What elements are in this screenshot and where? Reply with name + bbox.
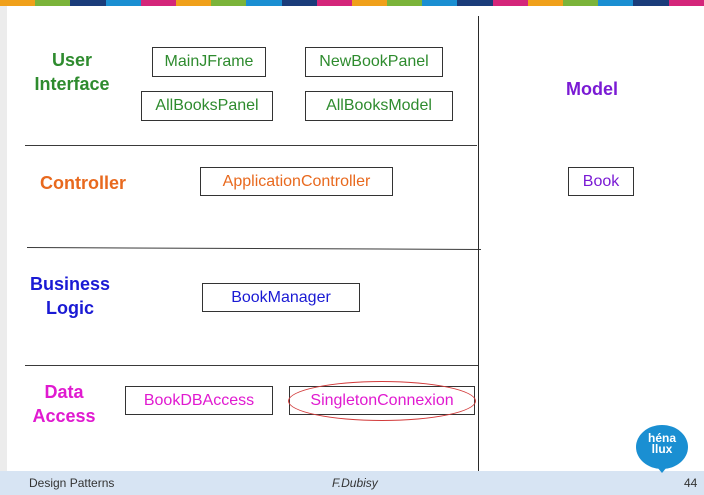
box-allbookspanel[interactable]: AllBooksPanel: [141, 91, 273, 121]
top-stripe-segment: [35, 0, 71, 6]
top-stripe-segment: [668, 0, 704, 6]
logo-line1: héna: [647, 431, 676, 445]
top-stripe-segment: [633, 0, 669, 6]
footer-bar: [0, 471, 704, 495]
henallux-logo-text: héna llux: [636, 431, 688, 456]
label-data-access: Data Access: [20, 380, 108, 428]
separator-controller-business: [26, 247, 482, 250]
highlight-ellipse-singleton: [288, 381, 476, 421]
separator-model-column: [478, 16, 479, 479]
top-stripe-segment: [70, 0, 106, 6]
top-stripe-segment: [457, 0, 493, 6]
box-allbooksmodel[interactable]: AllBooksModel: [305, 91, 453, 121]
separator-ui-controller: [25, 145, 477, 146]
box-bookmanager[interactable]: BookManager: [202, 283, 360, 312]
top-stripe-segment: [211, 0, 247, 6]
separator-business-data: [25, 365, 479, 366]
label-business-logic-line2: Logic: [46, 298, 94, 318]
top-stripe-segment: [563, 0, 599, 6]
label-data-access-line1: Data: [44, 382, 84, 402]
label-business-logic-line1: Business: [29, 274, 111, 294]
footer-course-title: Design Patterns: [29, 476, 115, 490]
top-stripe-segment: [0, 0, 36, 6]
top-stripe-segment: [175, 0, 212, 6]
top-stripe-segment: [492, 0, 528, 6]
top-stripe-segment: [246, 0, 282, 6]
label-data-access-line2: Access: [32, 406, 96, 426]
top-stripe-segment: [281, 0, 317, 6]
top-stripe-segment: [387, 0, 423, 6]
label-controller: Controller: [39, 173, 126, 193]
footer-page-number: 44: [684, 476, 698, 490]
top-stripe-segment: [140, 0, 176, 6]
henallux-logo-tip: [652, 461, 672, 473]
footer-author: F.Dubisy: [332, 476, 378, 490]
top-stripe-segment: [316, 0, 352, 6]
box-book[interactable]: Book: [568, 167, 634, 196]
top-stripe-segment: [422, 0, 458, 6]
box-mainjframe[interactable]: MainJFrame: [152, 47, 266, 77]
top-stripe-segment: [598, 0, 634, 6]
top-stripe-segment: [105, 0, 141, 6]
left-edge-shade: [0, 6, 7, 471]
box-applicationcontroller[interactable]: ApplicationController: [200, 167, 393, 196]
top-stripe-segment: [351, 0, 388, 6]
top-stripe-segment: [527, 0, 563, 6]
box-bookdbaccess[interactable]: BookDBAccess: [125, 386, 273, 415]
box-newbookpanel[interactable]: NewBookPanel: [305, 47, 443, 77]
label-model: Model: [566, 79, 618, 99]
label-user-interface: User Interface: [28, 48, 116, 96]
label-user-interface-line2: Interface: [34, 74, 110, 94]
label-business-logic: Business Logic: [22, 272, 118, 320]
label-user-interface-line1: User: [51, 50, 93, 70]
logo-line2: llux: [651, 442, 673, 456]
top-color-stripe: [0, 0, 704, 6]
